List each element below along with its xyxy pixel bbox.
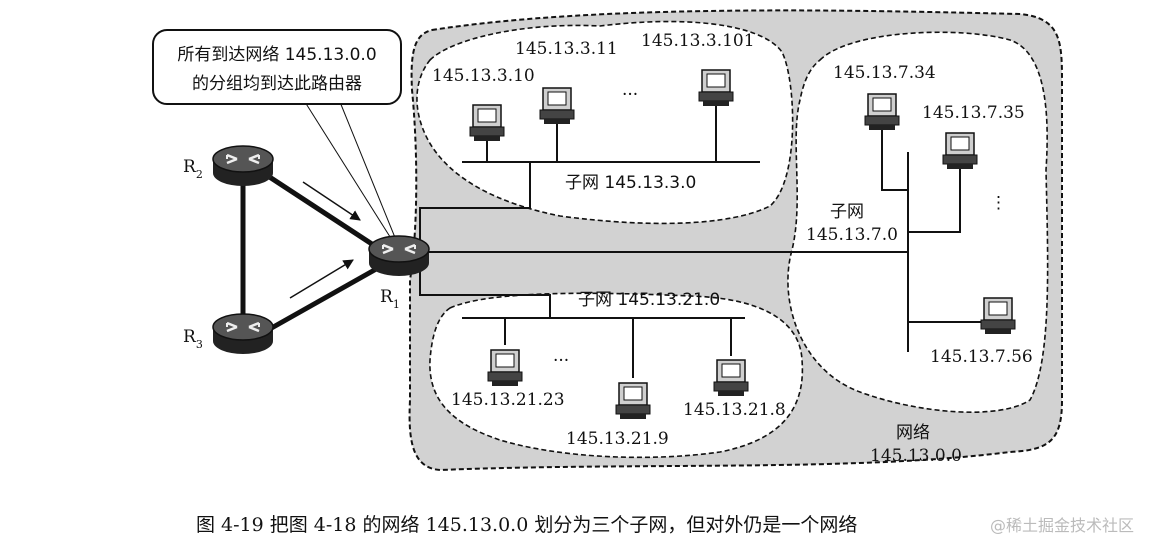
host-145-13-21-23-icon xyxy=(487,349,523,387)
subnet-21-label: 子网 145.13.21.0 xyxy=(578,290,720,310)
router-r2-icon xyxy=(211,144,275,188)
callout-line-2: 的分组均到达此路由器 xyxy=(192,74,362,94)
host-label: 145.13.7.56 xyxy=(930,347,1033,367)
figure-caption: 图 4-19 把图 4-18 的网络 145.13.0.0 划分为三个子网，但对… xyxy=(196,514,858,536)
subnet-7-label-1: 子网 xyxy=(830,202,864,222)
callout-box xyxy=(152,29,402,105)
host-label: 145.13.7.34 xyxy=(833,63,936,83)
host-label: 145.13.3.101 xyxy=(641,31,755,51)
host-label: 145.13.21.9 xyxy=(566,429,669,449)
host-label: 145.13.7.35 xyxy=(922,103,1025,123)
host-label: 145.13.21.23 xyxy=(451,390,565,410)
host-145-13-21-9-icon xyxy=(615,382,651,420)
host-label: 145.13.21.8 xyxy=(683,400,786,420)
host-145-13-7-56-icon xyxy=(980,297,1016,335)
host-145-13-7-35-icon xyxy=(942,132,978,170)
ellipsis: ··· xyxy=(622,85,638,105)
subnet-21-area xyxy=(429,292,804,459)
host-145-13-21-8-icon xyxy=(713,359,749,397)
ellipsis: ··· xyxy=(553,351,569,371)
watermark: @稀土掘金技术社区 xyxy=(990,516,1135,535)
host-label: 145.13.3.11 xyxy=(515,39,618,59)
subnet-7-area xyxy=(787,31,1049,413)
subnet-3-label: 子网 145.13.3.0 xyxy=(565,173,696,193)
router-r3-icon xyxy=(211,312,275,356)
callout-line-1: 所有到达网络 145.13.0.0 xyxy=(177,45,376,65)
host-145-13-3-101-icon xyxy=(698,69,734,107)
ellipsis: ⋮ xyxy=(990,193,1007,213)
host-145-13-3-11-icon xyxy=(539,87,575,125)
host-145-13-7-34-icon xyxy=(864,93,900,131)
arrow-r3-r1 xyxy=(289,259,354,299)
subnet-3-area xyxy=(416,20,794,225)
router-r2-label: R2 xyxy=(183,157,203,181)
host-label: 145.13.3.10 xyxy=(432,66,535,86)
network-label-1: 网络 xyxy=(896,423,930,443)
router-r1-label: R1 xyxy=(380,287,400,311)
network-label-2: 145.13.0.0 xyxy=(870,446,962,466)
arrow-r2-r1 xyxy=(302,181,361,221)
router-r3-label: R3 xyxy=(183,327,203,351)
host-145-13-3-10-icon xyxy=(469,104,505,142)
router-r1-icon xyxy=(367,234,431,278)
subnet-7-label-2: 145.13.7.0 xyxy=(806,225,898,245)
